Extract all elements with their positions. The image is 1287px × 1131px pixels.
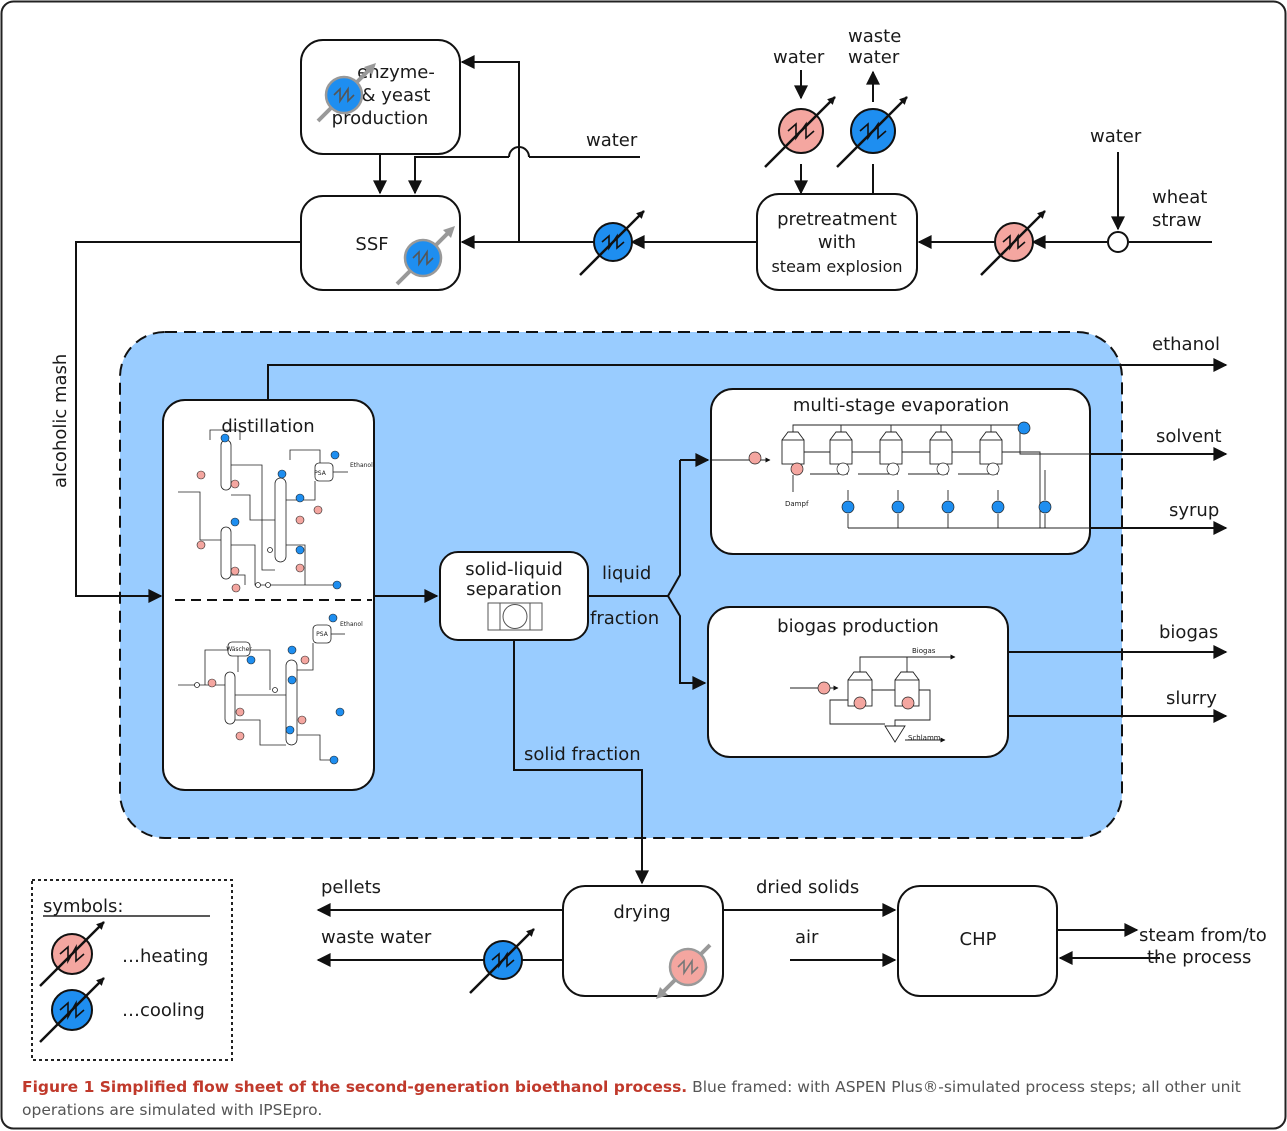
slurry-label: slurry — [1166, 688, 1217, 709]
cooler-icon — [836, 96, 908, 168]
air-label: air — [795, 927, 819, 948]
heater-icon — [980, 210, 1046, 276]
splitter-node — [1107, 231, 1129, 253]
caption-text: Blue framed: with ASPEN Plus®-simulated … — [22, 1078, 1241, 1119]
biogas-box-label: biogas production — [777, 616, 939, 637]
legend: symbols: …heating …cooling — [31, 879, 233, 1061]
legend-cooling-label: …cooling — [122, 1000, 205, 1021]
caption-bold: Figure 1 Simplified flow sheet of the se… — [22, 1078, 688, 1096]
solvent-label: solvent — [1156, 426, 1222, 447]
distillation-schematic-upper-exchangers: PSA Ethanol — [196, 433, 373, 593]
waste-water-bottom-label: waste water — [321, 927, 432, 948]
wheat-straw-label-2: straw — [1152, 210, 1202, 231]
figure-caption: Figure 1 Simplified flow sheet of the se… — [22, 1076, 1267, 1122]
evaporation-label: multi-stage evaporation — [793, 395, 1009, 416]
stream-labels: water water waste water water wheat stra… — [50, 26, 1267, 968]
slsep-label-2: separation — [466, 579, 562, 600]
distillation-schematic-upper — [178, 429, 348, 588]
chp-box: CHP — [897, 885, 1058, 997]
enzyme-label-1: enzyme- — [357, 62, 435, 83]
mini-schlamm-label: Schlamm — [908, 734, 941, 742]
drying-heat-exchanger-icon — [656, 943, 712, 999]
cooler-icon — [579, 210, 645, 276]
legend-heating-icon — [39, 921, 105, 987]
distillation-schematic-lower-exchangers: Wäscher PSA Ethanol — [207, 613, 363, 765]
legend-title: symbols: — [43, 896, 123, 917]
legend-cooling-icon — [39, 977, 105, 1043]
enzyme-yeast-box: enzyme- & yeast production — [300, 39, 461, 155]
mini-biogas-label: Biogas — [912, 647, 936, 655]
mini-ethanol-label: Ethanol — [350, 462, 373, 469]
dried-solids-label: dried solids — [756, 877, 859, 898]
fraction-label: fraction — [590, 608, 659, 629]
biogas-schematic-exchangers: Biogas Schlamm — [817, 647, 941, 742]
distillation-label: distillation — [221, 416, 314, 437]
biogas-label: biogas — [1159, 622, 1218, 643]
pretreatment-label-3: steam explosion — [771, 257, 902, 276]
mini-waescher-label: Wäscher — [226, 646, 252, 653]
ssf-heat-exchanger-icon — [395, 226, 455, 286]
water-top-label: water — [586, 130, 638, 151]
syrup-label: syrup — [1169, 500, 1219, 521]
steam-label-1: steam from/to — [1139, 925, 1267, 946]
chp-label: CHP — [960, 929, 997, 950]
mini-psa-label: PSA — [314, 470, 327, 477]
waste-water-top-label-2: water — [848, 47, 900, 68]
pretreatment-label-1: pretreatment — [777, 209, 897, 230]
alcoholic-mash-label: alcoholic mash — [50, 354, 71, 488]
enzyme-heat-exchanger-icon — [316, 63, 376, 123]
distillation-box: distillation — [162, 399, 375, 791]
mini-psa-label-2: PSA — [316, 631, 329, 638]
slsep-label-1: solid-liquid — [465, 559, 563, 580]
main-streams — [75, 55, 1228, 967]
enzyme-label-2: & yeast — [362, 85, 431, 106]
evaporation-box: multi-stage evaporation — [710, 388, 1091, 555]
liquid-label: liquid — [602, 563, 651, 584]
solid-liquid-separation-box: solid-liquid separation — [439, 551, 589, 641]
mini-dampf-label: Dampf — [785, 500, 809, 508]
evaporation-schematic-exchangers: Dampf — [748, 421, 1052, 514]
ethanol-label: ethanol — [1152, 334, 1220, 355]
ssf-label: SSF — [355, 234, 388, 255]
water-pretreatment-label: water — [773, 47, 825, 68]
heater-icon — [764, 96, 836, 168]
cooler-icon — [469, 928, 535, 994]
enzyme-label-3: production — [332, 108, 429, 129]
legend-heating-label: …heating — [122, 946, 208, 967]
pretreatment-label-2: with — [818, 232, 856, 253]
waste-water-top-label-1: waste — [848, 26, 901, 47]
pellets-label: pellets — [321, 877, 381, 898]
water-right-label: water — [1090, 126, 1142, 147]
solid-fraction-label: solid fraction — [524, 744, 641, 765]
centrifuge-icon — [487, 602, 543, 631]
drying-label: drying — [613, 902, 670, 923]
mini-ethanol-label-2: Ethanol — [340, 621, 363, 628]
pretreatment-box: pretreatment with steam explosion — [756, 193, 918, 291]
wheat-straw-label-1: wheat — [1152, 187, 1207, 208]
steam-label-2: the process — [1147, 947, 1251, 968]
